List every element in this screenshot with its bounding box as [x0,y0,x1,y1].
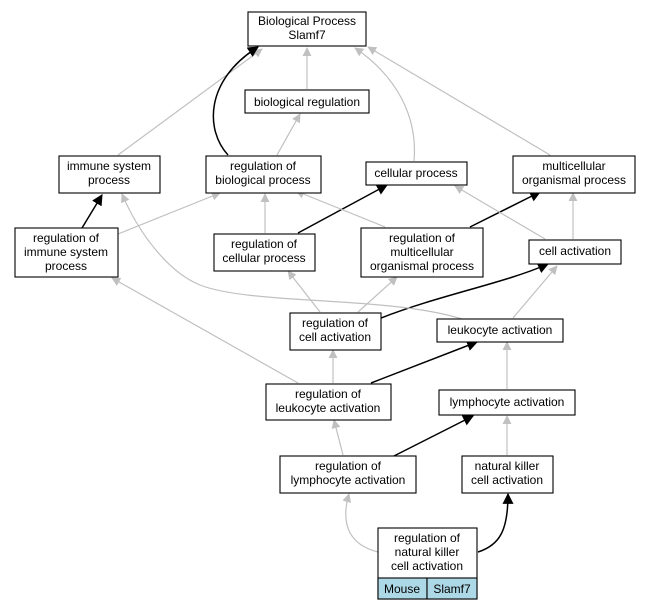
node-lymphocyte-activation[interactable]: lymphocyte activation [438,389,576,416]
node-label-line: cellular process [374,166,457,180]
edge-immune-system-to-root [117,48,263,156]
edge-regulation-lymphocyte-to-lymphocyte-activation [389,415,474,459]
edge-regulation-lymphocyte-to-regulation-leukocyte [331,419,344,456]
node-immune-system-process[interactable]: immune system process [58,155,161,194]
edge-regulation-leukocyte-to-leukocyte-activation [370,340,479,384]
edges [81,46,578,553]
edge-regulation-cell-activation-to-cell-activation [380,262,550,319]
node-label-line: regulation of [33,231,100,245]
node-label-line: natural killer [475,459,540,473]
node-label-line: cellular process [222,251,305,265]
node-label-line: Slamf7 [288,28,326,42]
node-label-line: regulation of [231,237,298,251]
node-label-line: lymphocyte activation [291,473,406,487]
node-regulation-of-multicellular-organismal-process[interactable]: regulation of multicellular organismal p… [360,227,484,278]
node-biological-regulation[interactable]: biological regulation [244,89,370,114]
edge-regulation-cell-activation-to-regulation-cellular [287,270,321,313]
edge-regulation-immune-to-immune-system [81,194,103,229]
edge-regulation-leukocyte-to-regulation-immune [111,277,299,384]
edge-regulation-cellular-to-cellular-process [297,184,388,234]
node-regulation-of-cell-activation[interactable]: regulation of cell activation [289,312,382,351]
gene-cell [426,577,478,600]
edge-regulation-nk-to-regulation-lymphocyte [342,493,379,553]
edge-cell-activation-to-cellular-process [454,185,546,240]
node-biological-process-root[interactable]: Biological Process Slamf7 [247,11,367,47]
edge-regulation-multicellular-to-regulation-biological-process [295,189,386,228]
node-label-line: cell activation [539,244,611,258]
edge-regulation-multicellular-to-multicellular [469,191,541,228]
node-label-line: regulation of [394,531,461,545]
node-label-line: immune system [24,245,108,259]
node-label-line: regulation of [295,387,362,401]
edge-leukocyte-activation-to-immune-system [121,193,463,320]
node-label-line: biological regulation [254,95,360,109]
node-label-line: leukocyte activation [448,323,553,337]
edge-multicellular-to-root [367,46,551,156]
nodes: Biological Process Slamf7 biological reg… [14,11,636,600]
node-label-line: multicellular [390,245,453,259]
node-label-line: Biological Process [258,14,356,28]
node-label-line: multicellular [542,159,605,173]
node-label-line: lymphocyte activation [450,395,565,409]
node-label-line: organismal process [522,173,626,187]
node-regulation-of-biological-process[interactable]: regulation of biological process [205,155,322,194]
organism-label: Mouse [384,582,420,596]
edge-regulation-biological-process-to-biological-regulation [276,113,301,156]
edge-regulation-cell-activation-to-regulation-multicellular [357,276,398,313]
node-regulation-of-leukocyte-activation[interactable]: regulation of leukocyte activation [265,383,392,421]
node-label-line: immune system [67,159,151,173]
gene-label: Slamf7 [433,582,471,596]
node-regulation-of-immune-system-process[interactable]: regulation of immune system process [14,227,119,278]
edge-leukocyte-activation-to-cell-activation [512,265,558,319]
annotation-row: Mouse Slamf7 [377,577,478,600]
node-natural-killer-cell-activation[interactable]: natural killer cell activation [461,455,554,494]
node-label-line: cell activation [299,330,371,344]
node-label-line: natural killer [395,545,460,559]
node-label-line: leukocyte activation [276,401,381,415]
node-cellular-process[interactable]: cellular process [365,161,468,186]
node-label-line: biological process [215,173,310,187]
node-regulation-of-cellular-process[interactable]: regulation of cellular process [213,233,316,272]
edge-regulation-nk-to-natural-killer [477,492,514,553]
node-regulation-of-natural-killer-cell-activation[interactable]: regulation of natural killer cell activa… [377,527,478,600]
edge-cellular-process-to-root [354,47,416,162]
node-label-line: cell activation [471,473,543,487]
node-label-line: regulation of [389,231,456,245]
node-multicellular-organismal-process[interactable]: multicellular organismal process [512,155,636,194]
edge-regulation-biological-process-to-root [212,46,259,156]
node-label-line: process [45,259,87,273]
node-label-line: regulation of [230,159,297,173]
edge-regulation-immune-to-regulation-biological-process [117,191,221,235]
node-regulation-of-lymphocyte-activation[interactable]: regulation of lymphocyte activation [279,455,417,494]
node-label-line: regulation of [302,316,369,330]
node-leukocyte-activation[interactable]: leukocyte activation [436,318,564,343]
node-label-line: organismal process [370,259,474,273]
node-label-line: regulation of [315,459,382,473]
node-cell-activation[interactable]: cell activation [528,239,622,265]
node-label-line: process [88,173,130,187]
node-label-line: cell activation [391,559,463,573]
